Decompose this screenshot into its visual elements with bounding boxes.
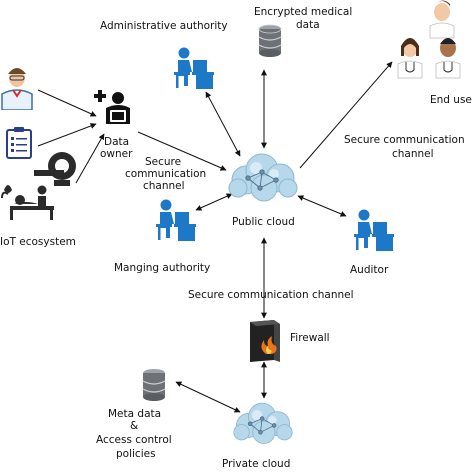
data-owner-label-line1: Data: [104, 136, 130, 148]
arrow-admin-cloud: [205, 91, 241, 157]
channel-right-line2: channel: [392, 148, 434, 160]
firewall-label: Firewall: [290, 332, 330, 344]
public-cloud-icon: [228, 153, 298, 202]
medical-scanner-icon: [34, 152, 76, 186]
managing-office-worker-icon: [156, 199, 196, 241]
managing-label: Manging authority: [114, 262, 211, 274]
end-user-doctors-group-icon: [397, 0, 461, 79]
encrypted-label-line1: Encrypted medical: [254, 6, 353, 18]
channel-center-label: Secure communication channel: [188, 289, 354, 301]
channel-right-line1: Secure communication: [344, 134, 465, 146]
public-cloud-label: Public cloud: [232, 216, 295, 228]
meta-label-line3: Access control: [96, 434, 172, 446]
admin-label: Administrative authority: [100, 20, 228, 32]
meta-label-line4: policies: [116, 448, 156, 460]
meta-label-line2: &: [130, 420, 139, 432]
encrypted-label-line2: data: [296, 19, 320, 31]
clipboard-icon: [6, 127, 32, 159]
arrow-cloud-to-enduser: [299, 61, 393, 169]
arrow-scanner-to-owner: [75, 133, 105, 184]
channel-left-line2: communication: [125, 168, 207, 180]
arrow-clipboard-to-owner: [37, 123, 97, 147]
patient-bed-icon: [1, 185, 54, 220]
meta-label-line1: Meta data: [108, 408, 162, 420]
iot-label: IoT ecosystem: [0, 236, 76, 248]
arrow-managing-cloud: [195, 193, 233, 211]
private-cloud-icon: [233, 402, 293, 444]
private-cloud-label: Private cloud: [222, 458, 291, 470]
auditor-label: Auditor: [350, 264, 389, 276]
arrow-owner-to-cloud: [137, 131, 227, 171]
auditor-office-worker-icon: [354, 209, 394, 251]
data-owner-label-line2: owner: [100, 148, 133, 160]
end-user-label: End use: [430, 94, 472, 106]
encrypted-database-icon: [258, 24, 282, 57]
firewall-icon: [250, 320, 280, 362]
admin-office-worker-icon: [174, 47, 214, 89]
channel-left-line1: Secure: [145, 156, 182, 168]
channel-left-line3: channel: [143, 180, 185, 192]
arrow-auditor-cloud: [297, 195, 347, 217]
arrow-meta-private: [175, 381, 241, 413]
data-owner-patient-owner-icon: [94, 90, 130, 124]
doctor-icon: [1, 68, 33, 110]
meta-database-icon: [142, 369, 166, 401]
arrow-doctor-to-owner: [37, 89, 97, 117]
